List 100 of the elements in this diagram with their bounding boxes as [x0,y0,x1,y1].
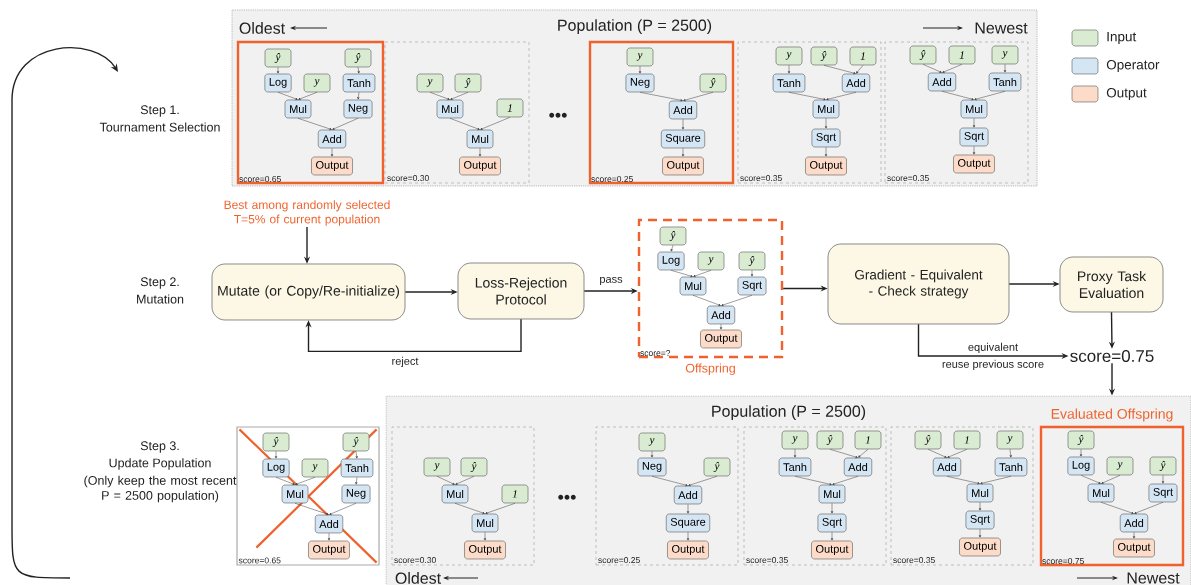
arrow [681,119,685,130]
arrow [1132,532,1136,539]
arrow [277,92,298,100]
operator-box: Add [317,129,347,149]
input-box: y [416,73,444,93]
arrow [693,270,712,277]
arrow [974,91,1006,101]
operator-box: Mul [436,99,464,119]
operator-box: Tanh [988,72,1022,92]
node-label: Offspring [685,363,735,376]
operator-box: Sqrt [817,513,847,533]
input-box: ŷ [810,46,838,66]
operator-box: Log [1067,456,1095,476]
arrow [650,451,654,458]
operator-box: Mul [679,276,707,296]
arrow [829,449,858,459]
arrow [357,92,360,100]
arrow [686,532,690,541]
arrow [357,67,360,74]
input-box: ŷ [699,73,727,93]
operator-box: Add [927,72,957,92]
output-box: Output [953,154,995,174]
arrow [832,476,859,486]
arrow [1161,475,1165,484]
arrow [355,451,358,459]
input-box: ŷ [909,45,937,65]
axis-label: Oldest [395,572,441,584]
arrow [830,532,834,541]
arrow [719,324,723,330]
arrow [793,449,797,458]
operator-box: Log [262,458,290,478]
operator-box: Neg [343,99,373,119]
annotation-text: reuse previous score [942,359,1044,371]
arrow [297,118,332,131]
operator-box: Neg [341,484,371,504]
legend-label: Output [1106,87,1147,101]
arrow [788,92,826,101]
arrow [922,64,942,73]
operator-box: Neg [637,457,667,477]
input-box: 1 [854,430,882,450]
operator-box: Mul [466,129,494,149]
arrow [980,476,1012,485]
edge-label: reject [390,355,420,369]
output-box: Output [811,540,853,560]
operator-box: Neg [625,73,655,93]
output-box: Output [459,156,501,176]
process-box: Gradient - Equivalent - Check strategy [827,243,1010,325]
arrow [826,92,857,101]
operator-box: Mul [960,99,988,119]
input-box: ŷ [262,432,290,452]
operator-box: Square [660,129,706,149]
axis-label: Newest [975,22,1028,34]
arrow [639,92,683,102]
output-box: Output [662,156,704,176]
operator-box: Add [673,485,703,505]
arrow [305,318,522,353]
arrow [858,449,869,458]
operator-box: Sqrt [965,510,995,530]
arrow [947,449,968,458]
arrow [1080,475,1101,484]
input-box: 1 [496,98,524,118]
arrow [824,118,828,129]
arrow [787,65,791,74]
operator-box: Sqrt [811,128,841,148]
operator-box: Add [932,457,962,477]
process-box: Loss-Rejection Protocol [457,262,585,320]
operator-box: Sqrt [959,127,989,147]
operator-box: Mul [281,484,309,504]
input-box: y [626,47,654,67]
operator-box: Tanh [340,458,374,478]
step-label: Step 2. [140,277,179,289]
operator-box: Log [264,73,292,93]
operator-box: Add [314,514,344,534]
operator-box: Mul [812,99,840,119]
input-box: y [301,458,329,478]
operator-box: Tanh [772,73,806,93]
arrow [274,451,278,459]
step-label: Step 3. [140,441,179,453]
arrow [941,91,974,101]
axis-label: Newest [1127,572,1180,584]
arrow [683,92,714,102]
input-box: ŷ [816,430,844,450]
arrow [294,503,329,516]
arrow [927,449,947,458]
operator-box: Sqrt [1148,483,1178,503]
arrow [1009,449,1012,458]
edge-label: pass [598,275,624,287]
arrow [275,477,295,485]
output-box: Output [311,156,353,176]
arrow [355,477,358,485]
legend-label: Operator [1106,59,1160,73]
output-box: Output [308,540,350,560]
arrow [721,295,753,307]
input-box: y [775,46,803,66]
arrow [692,295,721,306]
operator-box: Add [706,305,736,325]
input-box: ŷ [1149,456,1177,476]
input-box: ŷ [342,432,370,452]
ellipsis-dots: ••• [549,112,567,118]
arrow [436,476,455,485]
